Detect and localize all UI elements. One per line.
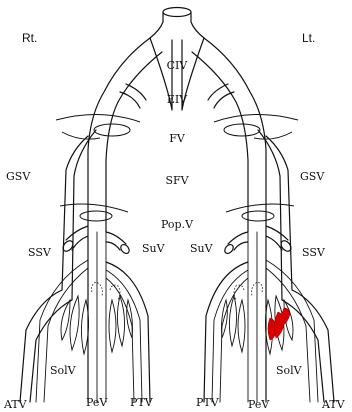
right-solv-label: SolV <box>50 364 77 377</box>
left-iliac-femoral-vein <box>192 38 266 402</box>
civ-label: CIV <box>167 59 189 72</box>
left-solv-label: SolV <box>276 364 303 377</box>
left-ptv-label: PTV <box>196 396 220 409</box>
right-great-saphenous-vein <box>62 130 96 300</box>
left-sural-vein <box>223 232 248 255</box>
sfv-label: SFV <box>165 174 189 187</box>
knee-cuff-left <box>226 204 294 221</box>
left-pev-label: PeV <box>248 398 270 411</box>
right-ssv-label: SSV <box>28 246 52 259</box>
left-small-saphenous-vein <box>266 226 293 253</box>
left-side-label: Lt. <box>302 31 315 45</box>
left-ssv-label: SSV <box>302 246 326 259</box>
popv-label: Pop.V <box>161 218 194 231</box>
right-side-label: Rt. <box>22 31 37 45</box>
thigh-cuff-left <box>214 114 298 139</box>
right-small-saphenous-vein <box>61 226 88 253</box>
right-pev-label: PeV <box>86 396 108 409</box>
left-gsv-label: GSV <box>300 170 325 183</box>
left-suv-label: SuV <box>190 242 214 255</box>
fv-label: FV <box>169 132 186 145</box>
eiv-label: EIV <box>167 93 188 106</box>
knee-cuff-right <box>60 204 128 221</box>
thigh-cuff-right <box>56 114 140 139</box>
left-great-saphenous-vein <box>258 130 292 300</box>
right-suv-label: SuV <box>142 242 166 255</box>
right-iliac-femoral-vein <box>88 38 162 402</box>
right-gsv-label: GSV <box>6 170 31 183</box>
right-ptv-label: PTV <box>130 396 154 409</box>
right-sural-vein <box>106 232 131 255</box>
right-atv-label: ATV <box>3 398 28 411</box>
left-atv-label: ATV <box>321 398 346 411</box>
